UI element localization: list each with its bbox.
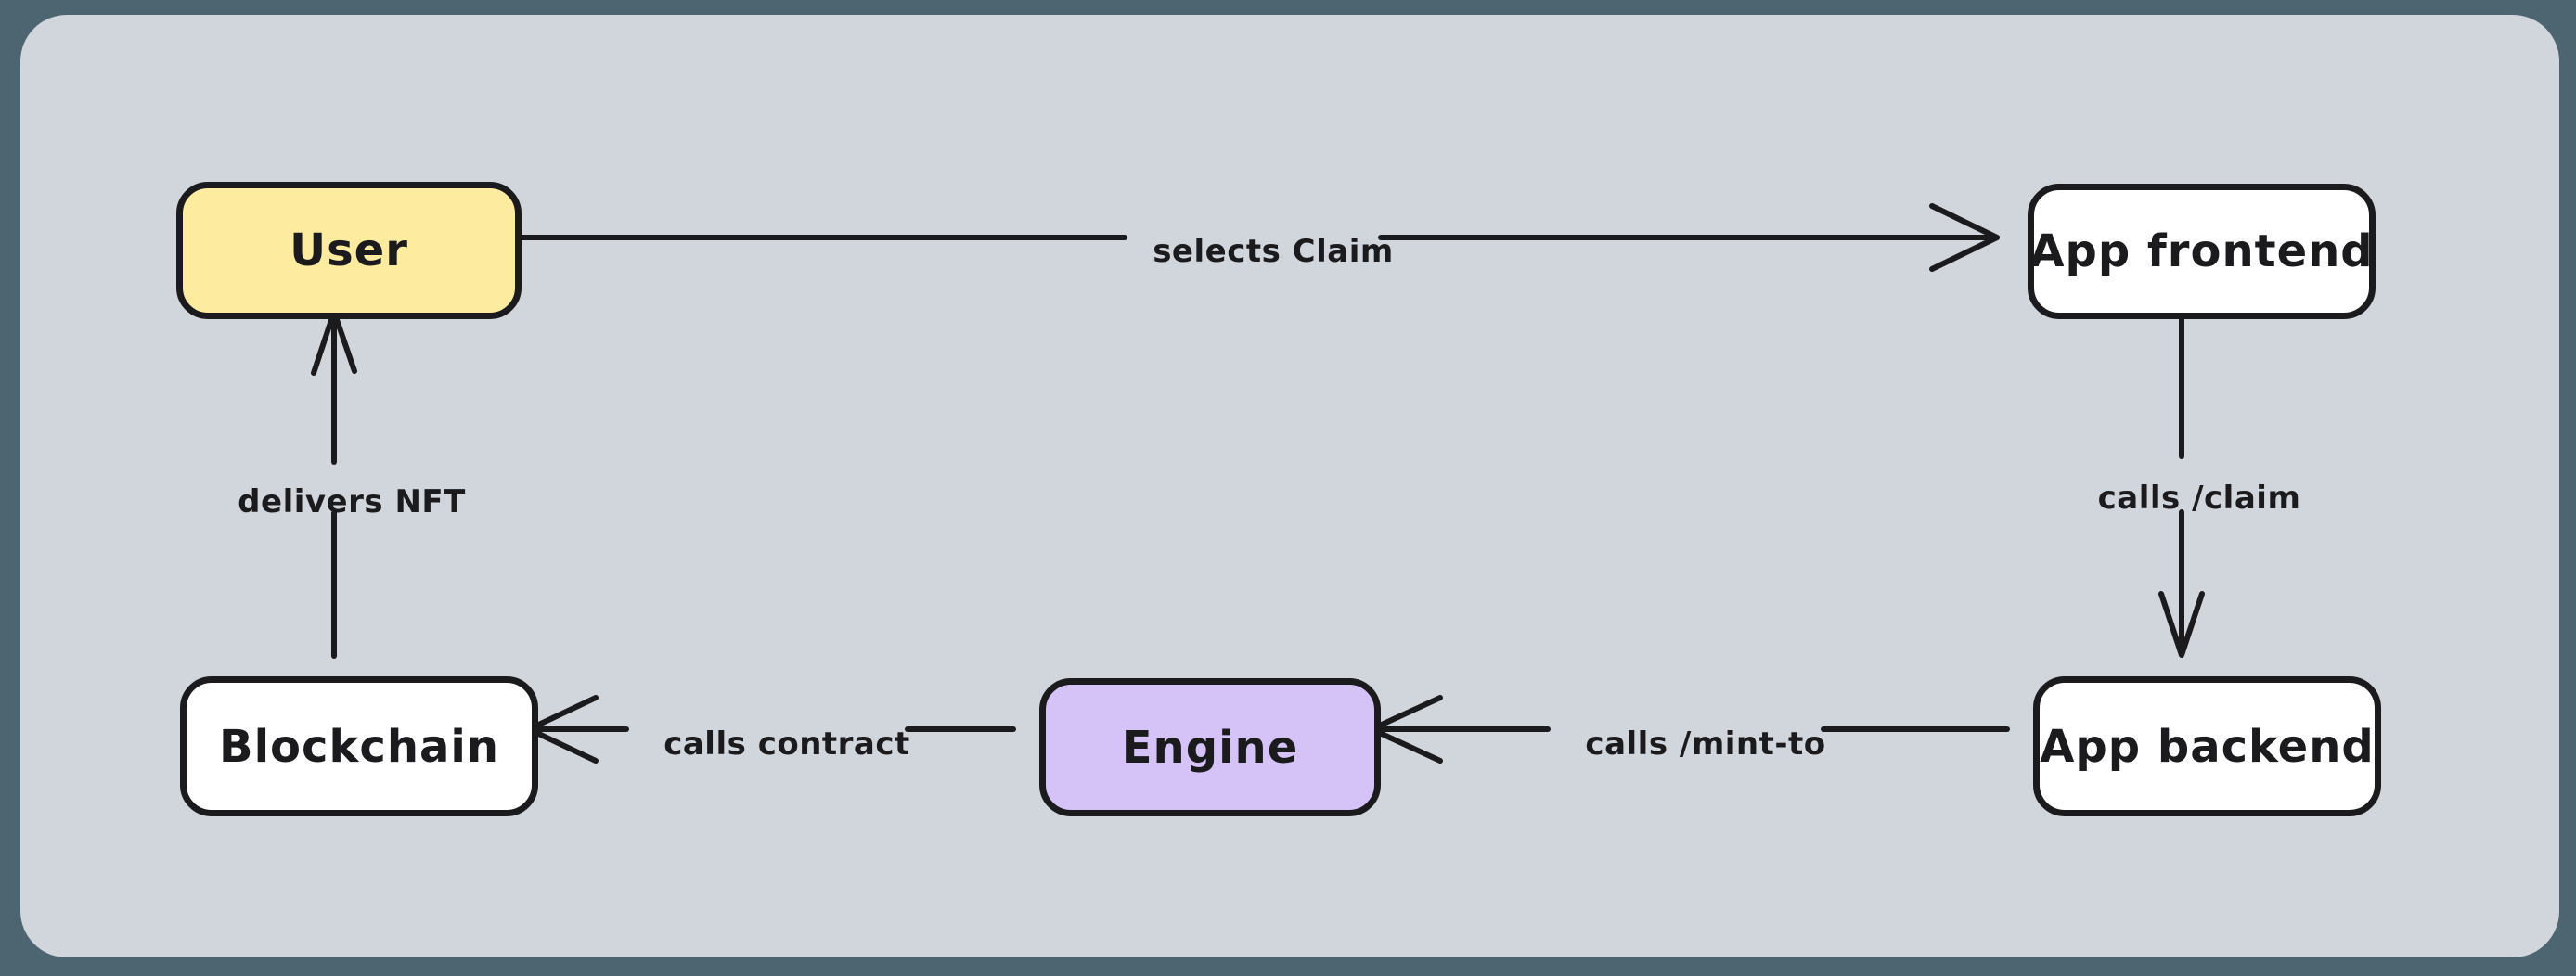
edge-label-calls-contract: calls contract [663,726,910,763]
arrow-frontend-to-backend-head [2158,591,2205,658]
node-blockchain: Blockchain [180,676,538,816]
node-engine: Engine [1039,678,1381,816]
node-app-frontend-label: App frontend [2029,225,2374,277]
node-engine-label: Engine [1121,721,1299,774]
edge-label-delivers-nft: delivers NFT [238,483,466,520]
edge-label-calls-mint-to: calls /mint-to [1585,726,1826,763]
node-app-frontend: App frontend [2028,184,2376,319]
node-user: User [176,182,522,319]
node-app-backend: App backend [2033,676,2381,816]
node-blockchain-label: Blockchain [218,720,500,773]
arrows-layer [311,203,2205,764]
edge-label-selects-claim: selects Claim [1153,233,1394,270]
arrow-user-to-frontend-head [1929,203,2000,272]
node-app-backend-label: App backend [2040,720,2375,773]
diagram-canvas: User App frontend App backend Engine Blo… [20,15,2559,957]
edge-label-calls-claim: calls /claim [2097,480,2301,517]
node-user-label: User [290,225,408,276]
